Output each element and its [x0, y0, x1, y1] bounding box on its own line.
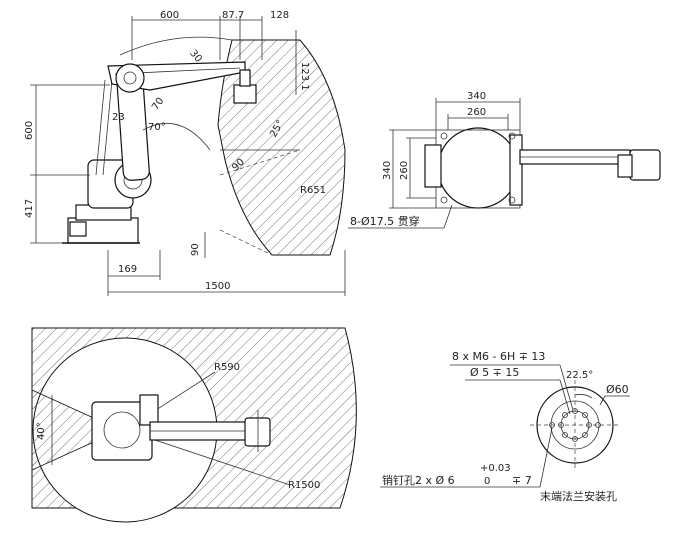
pin-depth: ∓ 7 — [512, 474, 532, 487]
plan-view: R590 R1500 40° — [31, 327, 357, 523]
tol-upper: +0.03 — [480, 463, 511, 474]
dim-123-1: 123.1 — [299, 62, 310, 91]
base-circle — [437, 127, 519, 209]
angle-70-b: 70° — [148, 122, 166, 133]
dim-417-left: 417 — [24, 199, 35, 218]
flange-angle: 22.5° — [566, 370, 593, 381]
bore-note: Ø 5 ∓ 15 — [470, 366, 519, 379]
angle-70-a: 70 — [150, 96, 166, 113]
dim-340-left: 340 — [382, 161, 393, 180]
dim-600-top: 600 — [160, 10, 179, 21]
base-top-view: 340 260 340 260 8-Ø17.5 贯穿 — [348, 91, 661, 229]
dim-128: 128 — [270, 10, 289, 21]
dim-23: 23 — [112, 112, 125, 123]
dim-87-7: 87.7 — [222, 10, 244, 21]
flange-diameter: Ø60 — [606, 383, 629, 396]
tol-lower: 0 — [484, 476, 490, 487]
flange-caption: 末端法兰安装孔 — [540, 489, 617, 503]
flange-detail: 8 x M6 - 6H ∓ 13 Ø 5 ∓ 15 22.5° Ø60 +0.0… — [380, 350, 630, 503]
dim-260-left: 260 — [399, 161, 410, 180]
radius-r651: R651 — [300, 185, 326, 196]
thread-note: 8 x M6 - 6H ∓ 13 — [452, 350, 545, 363]
dim-90-bottom: 90 — [190, 243, 201, 256]
dim-260-top: 260 — [467, 107, 486, 118]
angle-30: 30 — [187, 48, 204, 65]
side-view: 600 87.7 128 123.1 600 417 169 1500 90 R… — [24, 10, 346, 296]
radius-r1500: R1500 — [288, 480, 320, 491]
radius-r590: R590 — [214, 362, 240, 373]
hole-note: 8-Ø17.5 贯穿 — [350, 214, 420, 228]
dim-340-top: 340 — [467, 91, 486, 102]
end-flange-side — [233, 84, 257, 104]
plan-angle-40: 40° — [36, 422, 47, 440]
pin-note: 销钉孔2 x Ø 6 — [382, 473, 455, 487]
dim-169: 169 — [118, 264, 137, 275]
dim-600-left: 600 — [24, 121, 35, 140]
dim-1500: 1500 — [205, 281, 230, 292]
